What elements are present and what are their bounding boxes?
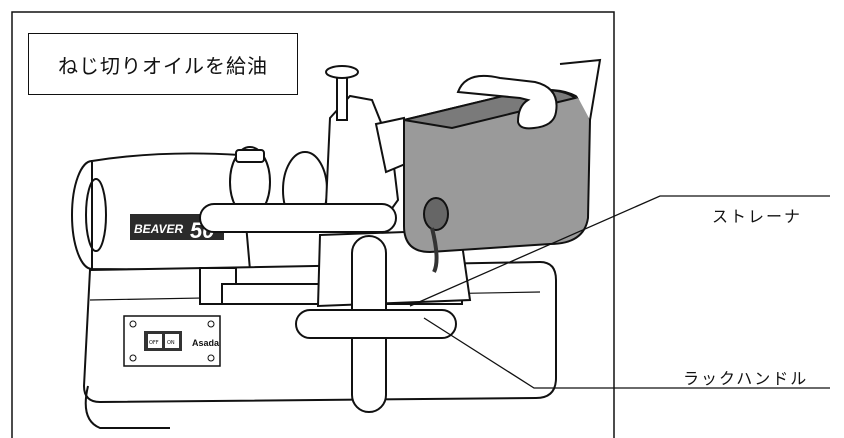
strainer-leader-line <box>409 195 830 307</box>
horizontal-bar <box>199 203 397 233</box>
switch-panel: OFF ON Asada <box>123 315 221 367</box>
hand <box>456 58 602 130</box>
rack-handle-label: ラックハンドル <box>683 369 809 388</box>
on-switch: ON <box>167 340 175 346</box>
strainer-label: ストレーナ <box>712 207 803 226</box>
rack-handle <box>295 235 457 413</box>
oil-can <box>403 88 592 273</box>
brand-name: BEAVER <box>134 222 183 236</box>
rack-handle-leader-line <box>423 317 830 389</box>
off-switch: OFF <box>149 340 159 346</box>
instruction-title: ねじ切りオイルを給油 <box>28 33 298 95</box>
figure-frame <box>11 11 615 438</box>
motor-housing <box>71 152 252 272</box>
maker-logo: Asada <box>192 338 220 348</box>
